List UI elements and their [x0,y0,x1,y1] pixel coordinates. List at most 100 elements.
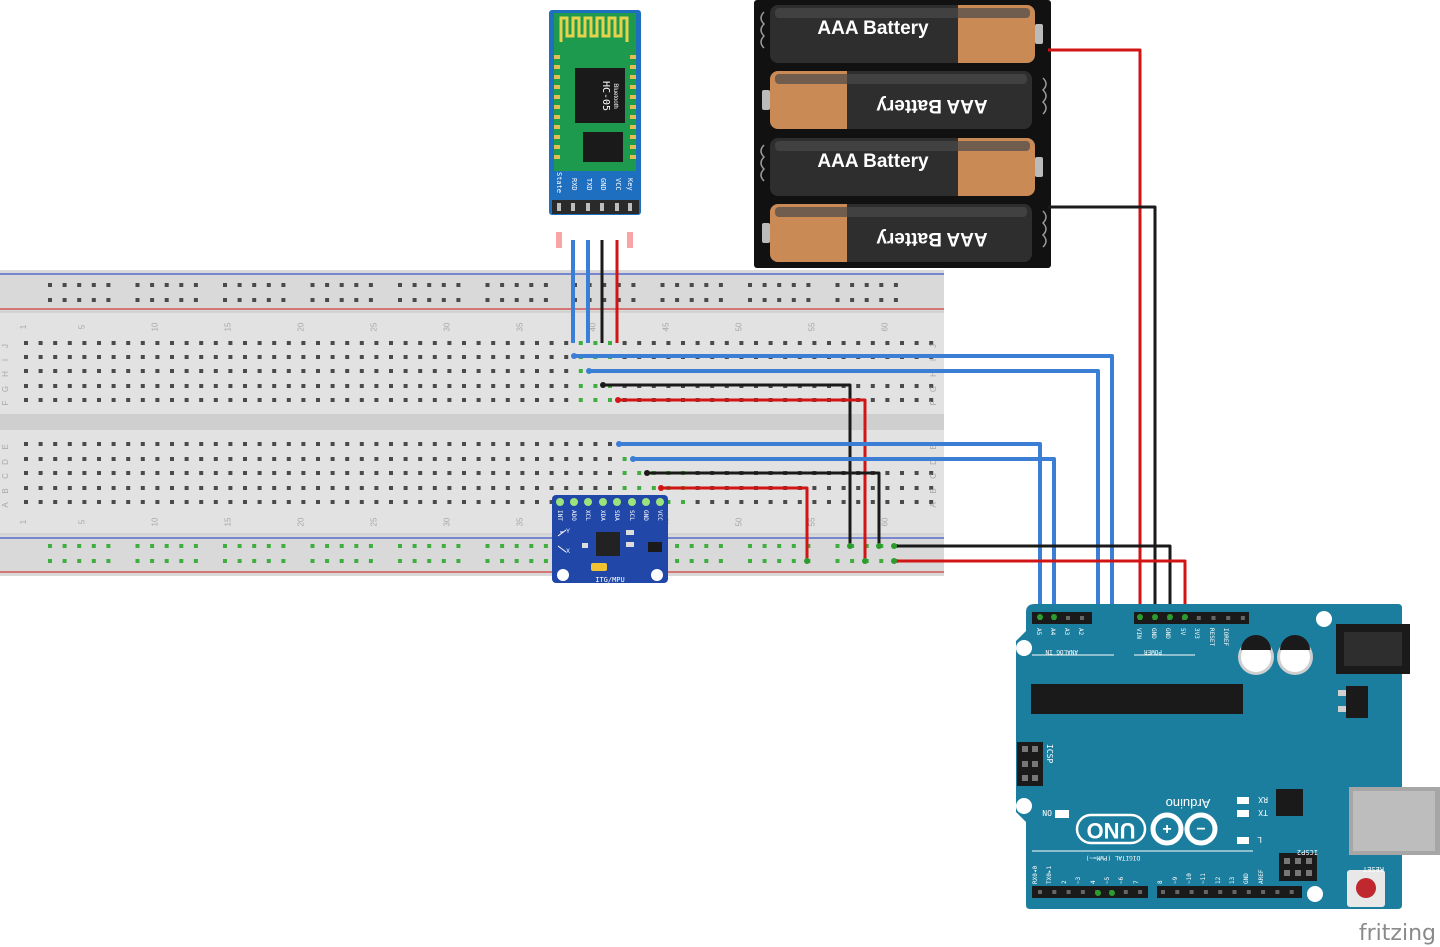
breadboard-hole [199,486,204,490]
breadboard-hole [193,544,198,548]
breadboard-hole [637,341,642,345]
breadboard-hole [578,471,583,475]
breadboard-hole [170,341,174,345]
wire-bt-vcc-rail [618,398,867,561]
breadboard-hole [330,398,335,402]
bt-pin-label-gnd: GND [599,178,607,191]
breadboard-hole [783,341,788,345]
breadboard-hole [374,486,379,490]
breadboard-hole [543,559,548,563]
breadboard-label: J [929,344,938,348]
breadboard-hole [681,341,685,345]
breadboard-hole [257,442,262,446]
breadboard-hole [82,486,87,490]
breadboard-hole [608,398,612,402]
breadboard-hole [199,471,204,475]
breadboard-hole [520,384,525,388]
breadboard-hole [462,341,466,345]
breadboard-hole [505,355,510,359]
breadboard-hole [330,384,335,388]
breadboard-hole [718,298,723,302]
breadboard-hole [48,283,52,287]
breadboard-hole [374,471,379,475]
breadboard-label: 10 [150,517,159,526]
mpu-label: ITG/MPU [595,576,625,584]
breadboard-hole [514,544,519,548]
breadboard-hole [622,457,627,461]
breadboard-hole [140,500,145,504]
breadboard-hole [432,457,437,461]
breadboard-hole [718,283,723,287]
breadboard-label: 55 [807,517,816,526]
breadboard-hole [564,471,569,475]
breadboard-hole [389,398,393,402]
breadboard-hole [213,442,218,446]
breadboard-label: D [929,459,938,465]
breadboard-hole [893,298,898,302]
breadboard-hole [374,341,379,345]
breadboard-hole [485,298,490,302]
breadboard-hole [418,384,423,388]
breadboard-hole [505,486,510,490]
breadboard-hole [359,442,364,446]
breadboard-hole [608,442,612,446]
breadboard-hole [418,341,423,345]
breadboard-hole [389,500,393,504]
breadboard-hole [106,544,111,548]
header-hole [1289,890,1294,894]
breadboard-hole [359,341,364,345]
breadboard-hole [535,471,539,475]
breadboard-hole [272,500,277,504]
breadboard-hole [184,442,189,446]
breadboard-hole [535,384,539,388]
breadboard-hole [893,283,898,287]
breadboard-hole [462,457,466,461]
breadboard-hole [549,486,554,490]
breadboard-hole [228,486,233,490]
breadboard-hole [929,398,934,402]
breadboard-hole [170,355,174,359]
breadboard-hole [783,500,788,504]
breadboard-hole [97,355,101,359]
breadboard-hole [549,457,554,461]
breadboard-hole [354,283,359,287]
breadboard-hole [885,384,890,388]
breadboard-hole [301,384,306,388]
breadboard-hole [418,500,423,504]
breadboard-hole [135,298,140,302]
hc05-bluetooth-module: HC-05 Bluetooth State RXD TXD GND VCC Ke… [549,10,641,248]
breadboard-hole [929,471,934,475]
breadboard-hole [135,559,140,563]
breadboard-hole [710,500,715,504]
breadboard-label: 40 [588,322,597,331]
header-hole [1232,890,1237,894]
breadboard-hole [777,283,782,287]
breadboard-hole [126,471,131,475]
breadboard-hole [155,500,160,504]
header-hole [1240,616,1245,620]
breadboard-hole [864,544,869,548]
breadboard-hole [111,355,116,359]
power-header [1134,612,1249,624]
breadboard-hole [748,544,752,548]
arduino-pin-3v3: 3V3 [1193,628,1200,639]
breadboard-hole [368,544,373,548]
breadboard-hole [184,384,189,388]
breadboard-hole [281,298,286,302]
breadboard-hole [593,442,598,446]
breadboard-hole [476,384,481,388]
breadboard-label: 15 [223,322,232,331]
breadboard-hole [389,442,393,446]
breadboard-hole [286,486,291,490]
breadboard-hole [243,369,247,373]
breadboard-hole [252,283,257,287]
battery-pack: AAA Battery AAA Battery AAA Battery [754,0,1051,268]
breadboard-hole [111,341,116,345]
breadboard-hole [345,486,350,490]
mpu-axis-x: X [566,549,570,555]
breadboard-hole [739,341,744,345]
digital-pin-label: 4 [1090,880,1097,884]
breadboard-hole [24,341,28,345]
breadboard-hole [155,471,160,475]
breadboard-hole [762,559,767,563]
